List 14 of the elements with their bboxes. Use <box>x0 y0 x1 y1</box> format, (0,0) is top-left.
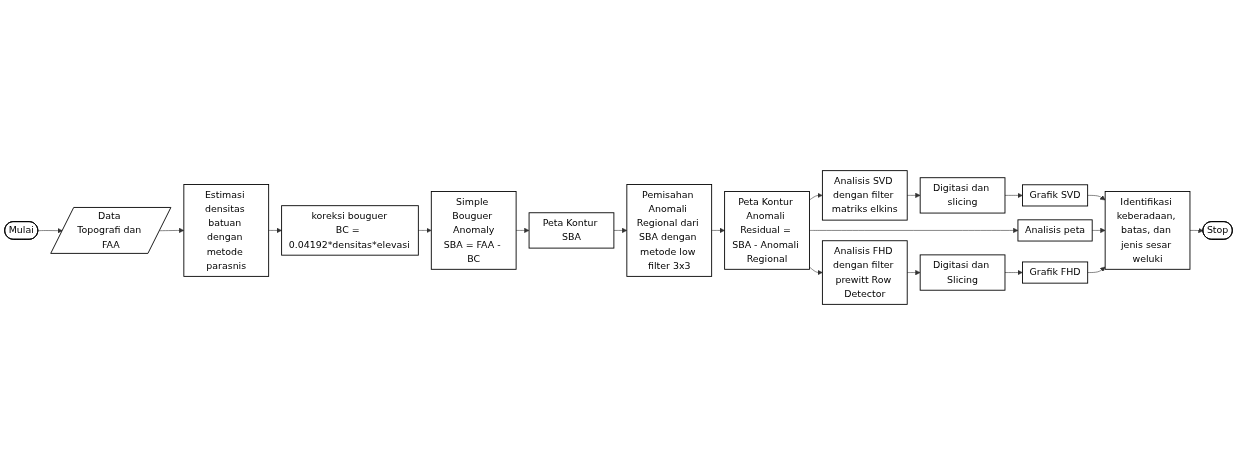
node-box: Peta Kontur Anomali Residual = SBA - Anomali Regional <box>724 191 810 270</box>
node-box: Analisis SVD dengan filter matriks elkins <box>821 170 908 221</box>
node-box: koreksi bouguer BC = 0.04192*densitas*elevasi <box>281 205 419 256</box>
node-box: Grafik SVD <box>1022 184 1089 207</box>
node-box: Pemisahan Anomali Regional dari SBA dengan metode low filter 3x3 <box>626 184 713 277</box>
node-box: Estimasi densitas batuan dengan metode parasnis <box>183 184 270 277</box>
node-box: Digitasi dan slicing <box>919 177 1006 214</box>
node-box: Digitasi dan Slicing <box>919 254 1006 291</box>
node-box: Analisis peta <box>1017 219 1093 242</box>
node-box: Analisis FHD dengan filter prewitt Row Detector <box>821 240 908 305</box>
node-box: Simple Bouguer Anomaly SBA = FAA - BC <box>430 191 517 270</box>
node-box: Peta Kontur SBA <box>528 212 615 249</box>
node-box: Grafik FHD <box>1022 261 1089 284</box>
node-box: Identifikasi keberadaan, batas, dan jenis sesar weluki <box>1104 191 1191 270</box>
